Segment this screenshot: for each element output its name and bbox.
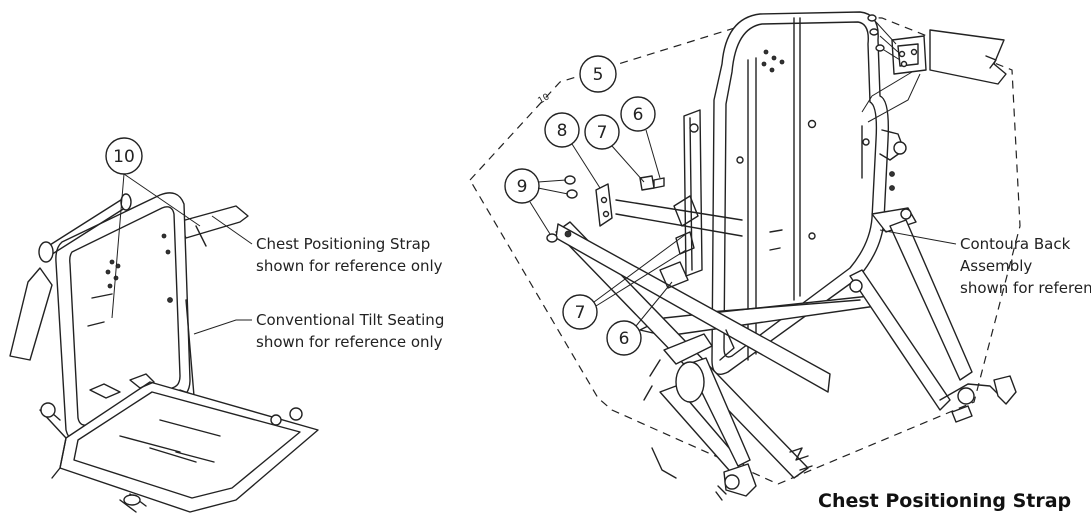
- contoura-back-assembly: [546, 11, 1017, 501]
- exploded-boundary: [469, 13, 1021, 485]
- callout-5: 5: [579, 55, 617, 93]
- callout-7-top: 7: [584, 114, 645, 183]
- backrest-holes: [105, 233, 173, 303]
- contoura-label-line2: Assembly: [960, 257, 1032, 275]
- callout-8: 8: [544, 112, 601, 189]
- callout-10: 10: [105, 137, 201, 319]
- callout-9-text: 9: [517, 177, 528, 197]
- contoura-back-label: Contoura Back Assembly shown for referen…: [879, 229, 1091, 297]
- callout-5-text: 5: [593, 65, 604, 85]
- mounting-bracket-top: [861, 14, 1007, 123]
- callout-6-top-text: 6: [633, 105, 644, 125]
- callout-7-bottom: 7: [562, 233, 687, 330]
- tilt-seating-label-line1: Conventional Tilt Seating: [256, 311, 444, 329]
- contoura-label-line3: shown for reference only: [960, 279, 1091, 297]
- chest-strap-label-line1: Chest Positioning Strap: [256, 235, 430, 253]
- panel-holes: [736, 49, 870, 240]
- callout-6-bottom: 6: [606, 281, 673, 356]
- callout-6-top: 6: [620, 96, 661, 179]
- callout-6-bottom-text: 6: [619, 329, 630, 349]
- contoura-label-line1: Contoura Back: [960, 235, 1071, 253]
- tilt-seating-assembly: [9, 192, 319, 513]
- tilt-seating-label-line2: shown for reference only: [256, 333, 443, 351]
- chest-strap-label-line2: shown for reference only: [256, 257, 443, 275]
- tilt-seating-label: Conventional Tilt Seating shown for refe…: [193, 311, 444, 351]
- callout-10-text: 10: [113, 147, 135, 167]
- diagram-title: Chest Positioning Strap: [818, 490, 1071, 512]
- strap-end: [789, 447, 813, 471]
- callout-9: 9: [504, 168, 569, 235]
- callout-7-top-text: 7: [597, 123, 608, 143]
- chest-strap-label: Chest Positioning Strap shown for refere…: [211, 215, 443, 275]
- callout-7-bottom-text: 7: [575, 303, 586, 323]
- callout-8-text: 8: [557, 121, 568, 141]
